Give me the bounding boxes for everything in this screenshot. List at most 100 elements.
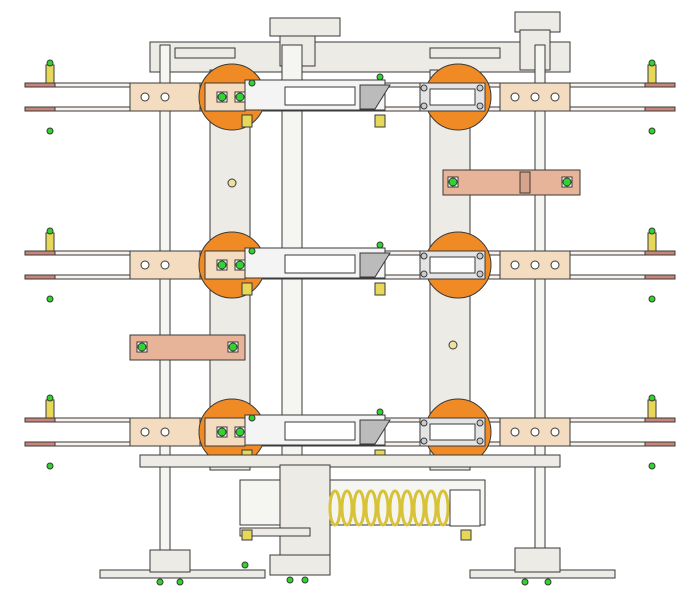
mechanism-hub [279,464,331,556]
spring-cap [449,489,481,527]
bolt-center [228,342,238,352]
rod-end-left [24,417,56,423]
clamp-screw [476,437,484,445]
clamp-screw [420,252,428,260]
terminal-nut [46,127,54,135]
busbar-hole [510,427,520,437]
blade-tip [359,419,391,445]
rod-end-right [644,250,676,256]
spring-coil [412,489,426,527]
foot-bolt [544,578,552,586]
rod-end-right [644,417,676,423]
terminal-nut [648,394,656,402]
spring-coil [340,489,354,527]
spring-coil [436,489,450,527]
blade-nut [374,282,386,296]
rivet [227,178,237,188]
terminal-stud [45,64,55,84]
busbar-hole [530,427,540,437]
rod-end-left [24,250,56,256]
top-slot-left [174,47,236,59]
foot-bolt [301,576,309,584]
rod-end-right [644,441,676,447]
bolt-icon [216,91,228,103]
bolt-icon [227,341,239,353]
terminal-nut [648,59,656,67]
blade-window [284,254,356,274]
phase-2 [24,227,676,303]
terminal-nut [648,295,656,303]
foot-center [269,554,331,576]
foot-bolt [156,578,164,586]
busbar-hole [140,92,150,102]
terminal-nut [648,127,656,135]
foot-bolt [241,561,249,569]
clamp-spring [429,423,476,441]
clamp-screw [420,270,428,278]
bolt-icon [561,176,573,188]
bolt-center [235,92,245,102]
clamp-screw [476,270,484,278]
vertical-post-0 [159,44,171,566]
bolt-icon [447,176,459,188]
bottom-frame-bar [139,454,561,468]
clamp-spring [429,88,476,106]
terminal-nut [46,227,54,235]
busbar-hole [140,260,150,270]
bolt-center [137,342,147,352]
terminal-stud [647,232,657,252]
foot-post-left [149,549,191,573]
base-nut [460,529,472,541]
busbar-hole [530,260,540,270]
bolt-icon [234,426,246,438]
blade-nut [374,114,386,128]
copper-link-left [129,334,246,361]
clamp-screw [476,102,484,110]
bolt-center [562,177,572,187]
mechanism-base [239,527,311,537]
spring-coil [388,489,402,527]
foot-post-right [514,547,561,573]
foot-bolt [286,576,294,584]
spring-coil [352,489,366,527]
top-slot-right [429,47,501,59]
terminal-nut [46,295,54,303]
bolt-center [217,427,227,437]
clamp-screw [420,102,428,110]
terminal-stud [647,399,657,419]
bolt-icon [234,259,246,271]
bolt-icon [216,259,228,271]
rod-end-right [644,274,676,280]
compression-spring [328,489,450,527]
blade-nut [241,282,253,296]
terminal-nut [46,462,54,470]
busbar-hole [140,427,150,437]
foot-bolt [176,578,184,586]
busbar-hole [160,427,170,437]
blade-window [284,86,356,106]
spring-coil [364,489,378,527]
bolt-icon [136,341,148,353]
busbar-hole [530,92,540,102]
bolt-center [235,260,245,270]
small-bolt [248,247,256,255]
busbar-hole [550,260,560,270]
busbar-hole [160,260,170,270]
busbar-hole [510,260,520,270]
spring-coil [328,489,342,527]
terminal-stud [45,399,55,419]
bolt-center [235,427,245,437]
small-bolt [248,414,256,422]
phase-1 [24,59,676,135]
terminal-nut [46,394,54,402]
small-bolt [376,241,384,249]
terminal-stud [45,232,55,252]
vertical-post-2 [534,44,546,566]
terminal-stud [647,64,657,84]
terminal-nut [648,462,656,470]
top-cap-right [514,11,561,33]
blade-tip [359,252,391,278]
blade-tip [359,84,391,110]
bolt-center [448,177,458,187]
blade-window [284,421,356,441]
